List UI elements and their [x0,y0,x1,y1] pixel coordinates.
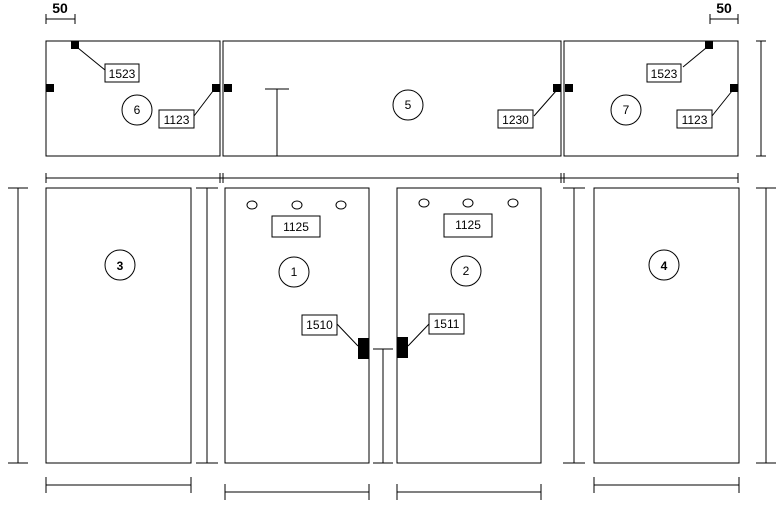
svg-text:1230: 1230 [502,113,529,127]
svg-text:1523: 1523 [109,67,136,81]
part-code-box: 1125 [271,215,321,238]
dimension-vertical [756,187,776,464]
t-divider [265,88,289,156]
svg-text:1125: 1125 [455,218,481,232]
dimension-right-50: 50 [709,0,739,24]
panel-number: 7 [623,103,630,117]
panel-3 [45,187,192,464]
dimension-horizontal [593,477,740,493]
hinge-marker [553,84,561,92]
part-code-box: 1125 [443,213,493,238]
svg-text:1510: 1510 [306,318,333,332]
svg-text:1125: 1125 [283,220,309,234]
panel-number-circle [610,94,642,126]
hinge-marker [224,84,232,92]
part-code-box: 1523 [104,63,140,83]
panel-number: 3 [117,259,124,273]
panel-number-circle [450,255,482,287]
drill-hole [291,200,303,210]
dimension-top-row-height [756,40,766,157]
svg-text:1123: 1123 [682,113,708,127]
drill-hole [246,200,258,210]
drill-hole [462,198,474,208]
hinge-marker [565,84,573,92]
drill-hole [507,198,519,208]
panel-number-circle [104,249,136,281]
dimension-left-label: 50 [52,0,68,16]
hinge-marker [71,41,79,49]
svg-text:1123: 1123 [164,113,190,127]
door-handle [397,337,408,358]
dimension-horizontal [224,484,370,500]
hinge-marker [730,84,738,92]
svg-text:1523: 1523 [651,67,678,81]
panel-6 [45,40,221,157]
dimension-horizontal [396,484,542,500]
panel-number: 4 [661,259,668,273]
panel-number-circle [648,249,680,281]
panel-number-circle [278,256,310,288]
dimension-horizontal [45,477,192,493]
dimension-vertical [8,187,28,464]
panel-4 [593,187,740,464]
door-handle [358,338,369,359]
part-code-box: 1123 [158,109,195,129]
hinge-marker [705,41,713,49]
part-code-box: 1511 [428,313,465,335]
panel-number: 5 [405,98,412,112]
drill-hole [418,198,430,208]
part-code-box: 1230 [497,109,534,129]
panel-number: 2 [463,264,470,278]
panel-number: 1 [291,265,298,279]
panel-number: 6 [134,103,141,117]
hinge-marker [212,84,220,92]
part-code-box: 1510 [301,314,338,336]
panel-5 [222,40,562,157]
part-code-box: 1523 [646,63,682,83]
panel-number-circle [392,89,424,121]
dimension-left-50: 50 [45,0,76,24]
hinge-marker [46,84,54,92]
drill-hole [335,200,347,210]
panel-number-circle [121,94,153,126]
dimension-vertical [196,187,218,464]
part-code-box: 1123 [676,109,713,129]
panel-7 [563,40,739,157]
svg-text:1511: 1511 [434,317,460,331]
dimension-right-label: 50 [716,0,732,16]
dimension-top-row-widths [45,173,739,183]
dimension-vertical [563,187,585,464]
dimension-vertical [373,348,393,464]
